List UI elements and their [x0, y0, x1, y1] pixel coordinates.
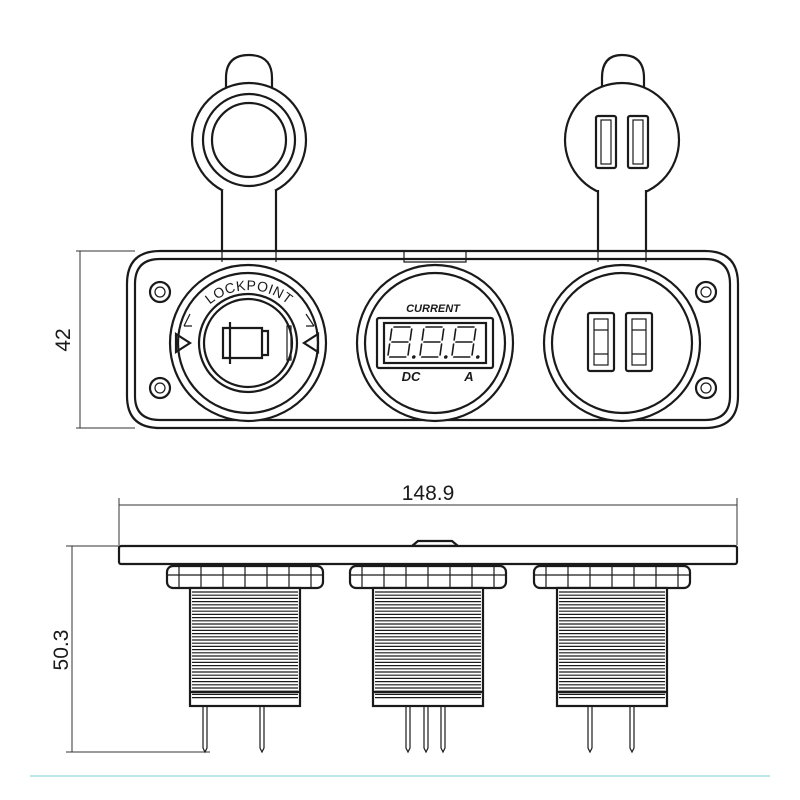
side-view: 148.9 50.3: [50, 482, 739, 754]
ammeter: CURRENT DC A: [355, 263, 515, 423]
socket-body: [165, 564, 325, 754]
display-digit: [451, 326, 480, 359]
display-digit: [419, 326, 448, 359]
socket-body: [532, 564, 692, 754]
meter-current-label: CURRENT: [406, 303, 461, 315]
dim-width: 148.9: [118, 482, 738, 545]
dim-width-text: 148.9: [402, 482, 455, 505]
display-digit: [387, 326, 416, 359]
meter-dc-label: DC: [402, 369, 421, 384]
socket-bodies: [165, 564, 692, 754]
socket-body: [348, 564, 508, 754]
meter-display-digits: [387, 326, 480, 359]
usb-socket: [542, 263, 702, 423]
cigarette-socket-cap: [190, 53, 308, 264]
dim-depth-text: 50.3: [50, 630, 73, 671]
meter-unit-label: A: [463, 369, 473, 384]
dim-depth: 50.3: [50, 545, 210, 753]
front-view: LOCKPOINT CURRENT DC A: [52, 53, 740, 430]
cigarette-socket: LOCKPOINT: [168, 263, 328, 423]
usb-socket-cap: [563, 53, 681, 264]
dim-height-text: 42: [52, 328, 75, 351]
dim-height: 42: [52, 250, 135, 429]
